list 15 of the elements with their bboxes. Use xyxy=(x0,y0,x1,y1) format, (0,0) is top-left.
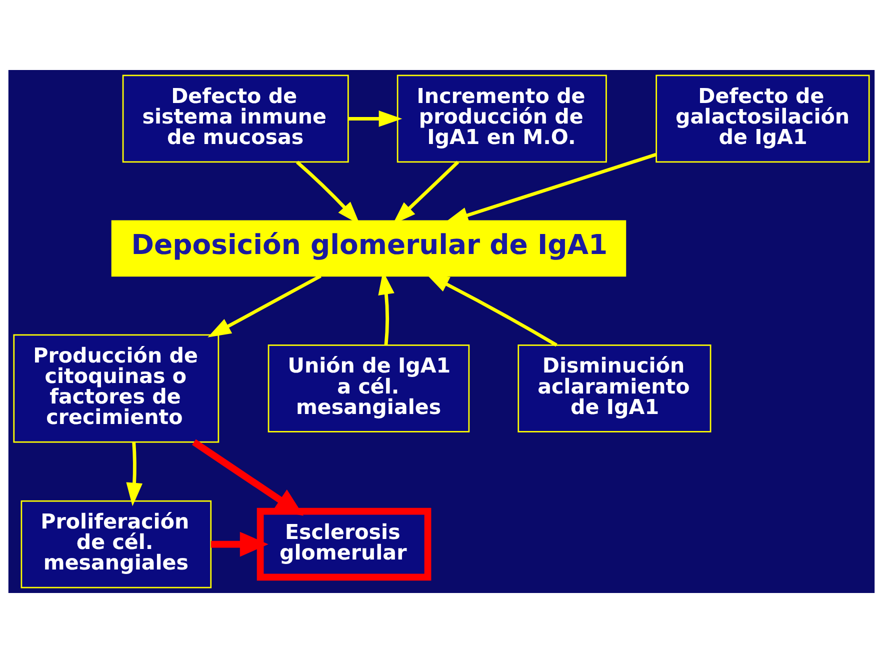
arrow xyxy=(210,531,268,556)
node-box: Producción de citoquinas o factores de crecimiento xyxy=(13,334,220,442)
node-box: Deposición glomerular de IgA1 xyxy=(111,220,626,276)
node-box: Proliferación de cél. mesangiales xyxy=(20,500,212,588)
node-box: Incremento de producción de IgA1 en M.O. xyxy=(396,74,607,162)
node-box: Defecto de sistema inmune de mucosas xyxy=(122,74,349,162)
arrow xyxy=(126,441,143,506)
node-box: Unión de IgA1 a cél. mesangiales xyxy=(268,344,470,432)
arrow xyxy=(208,274,322,337)
arrow xyxy=(444,152,657,223)
node-box: Defecto de galactosilación de IgA1 xyxy=(656,74,870,162)
node-box: Esclerosis glomerular xyxy=(256,507,432,580)
node-box: Disminución aclaramiento de IgA1 xyxy=(518,344,712,432)
arrow xyxy=(192,438,304,516)
arrow xyxy=(348,110,402,126)
